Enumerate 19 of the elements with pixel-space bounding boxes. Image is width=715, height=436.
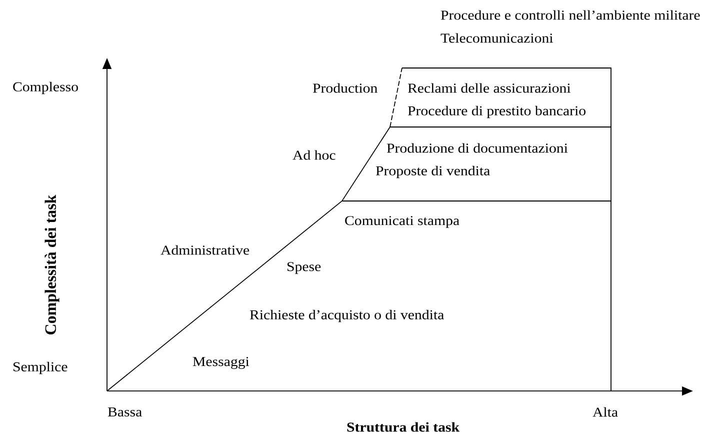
chart-label: Procedure di prestito bancario xyxy=(408,106,586,118)
chart-label: Semplice xyxy=(14,362,68,374)
axis-title: Complessità dei task xyxy=(44,194,60,334)
chart-label: Produzione di documentazioni xyxy=(386,143,568,153)
chart-label: Bassa xyxy=(108,408,142,416)
chart-label: Richieste d’acquisto o di vendita xyxy=(250,310,444,322)
chart-label: Comunicati stampa xyxy=(345,216,460,228)
chart-label: Procedure e controlli nell’ambiente militare xyxy=(440,10,700,20)
axis-title: Struttura dei task xyxy=(347,422,460,432)
chart-label: Complesso xyxy=(13,82,78,94)
chart-label: Alta xyxy=(592,407,618,417)
chart-label: Reclami delle assicurazioni xyxy=(408,83,571,93)
chart-label: Messaggi xyxy=(192,357,250,369)
chart-label: Ad hoc xyxy=(292,150,336,160)
chart-label: Production xyxy=(312,83,378,93)
chart-label: Proposte di vendita xyxy=(376,166,490,178)
chart-label: Telecomunicazioni xyxy=(440,33,553,43)
chart-label: Administrative xyxy=(160,245,250,255)
chart-label: Spese xyxy=(288,262,321,274)
